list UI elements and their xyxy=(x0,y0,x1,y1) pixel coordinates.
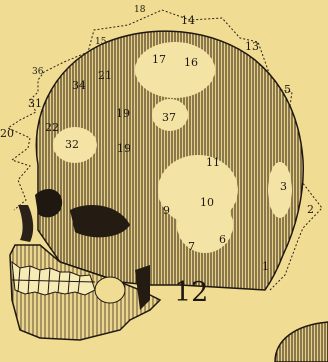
organ-number: 13 xyxy=(245,40,259,53)
organ-number: 10 xyxy=(200,196,214,209)
organ-number: 34 xyxy=(72,79,86,92)
mandible-gap xyxy=(95,277,125,303)
organ-number: 7 xyxy=(188,240,195,253)
organ-number: 17 xyxy=(152,53,166,66)
nasal-cavity xyxy=(18,205,33,242)
organ-number: 16 xyxy=(184,56,198,69)
organ-number: 15 xyxy=(95,37,107,47)
organ-number: 2 xyxy=(307,203,314,216)
organ-number: 32 xyxy=(65,138,79,151)
organ-number: 9 xyxy=(163,204,170,217)
organ-number: 31 xyxy=(28,97,42,110)
figure-caption: 12 xyxy=(174,277,208,308)
second-skull-fragment xyxy=(275,322,328,362)
organ-number: 22 xyxy=(45,121,59,134)
organ-number: 20 xyxy=(0,127,14,140)
organ-number: 19 xyxy=(116,107,130,120)
organ-number: 1 xyxy=(262,260,269,273)
organ-number: 37 xyxy=(162,111,176,124)
organ-number: 36 xyxy=(32,67,44,77)
organ-number: 11 xyxy=(206,156,220,169)
organ-number: 6 xyxy=(219,233,226,246)
organ-number: 21 xyxy=(98,69,112,82)
organ-number: 18 xyxy=(134,5,146,15)
organ-number: 5 xyxy=(284,83,291,96)
organ-number: 14 xyxy=(181,14,195,27)
organ-number: 3 xyxy=(280,180,287,193)
organ-number: 19 xyxy=(117,142,131,155)
light-region-top xyxy=(135,42,215,98)
